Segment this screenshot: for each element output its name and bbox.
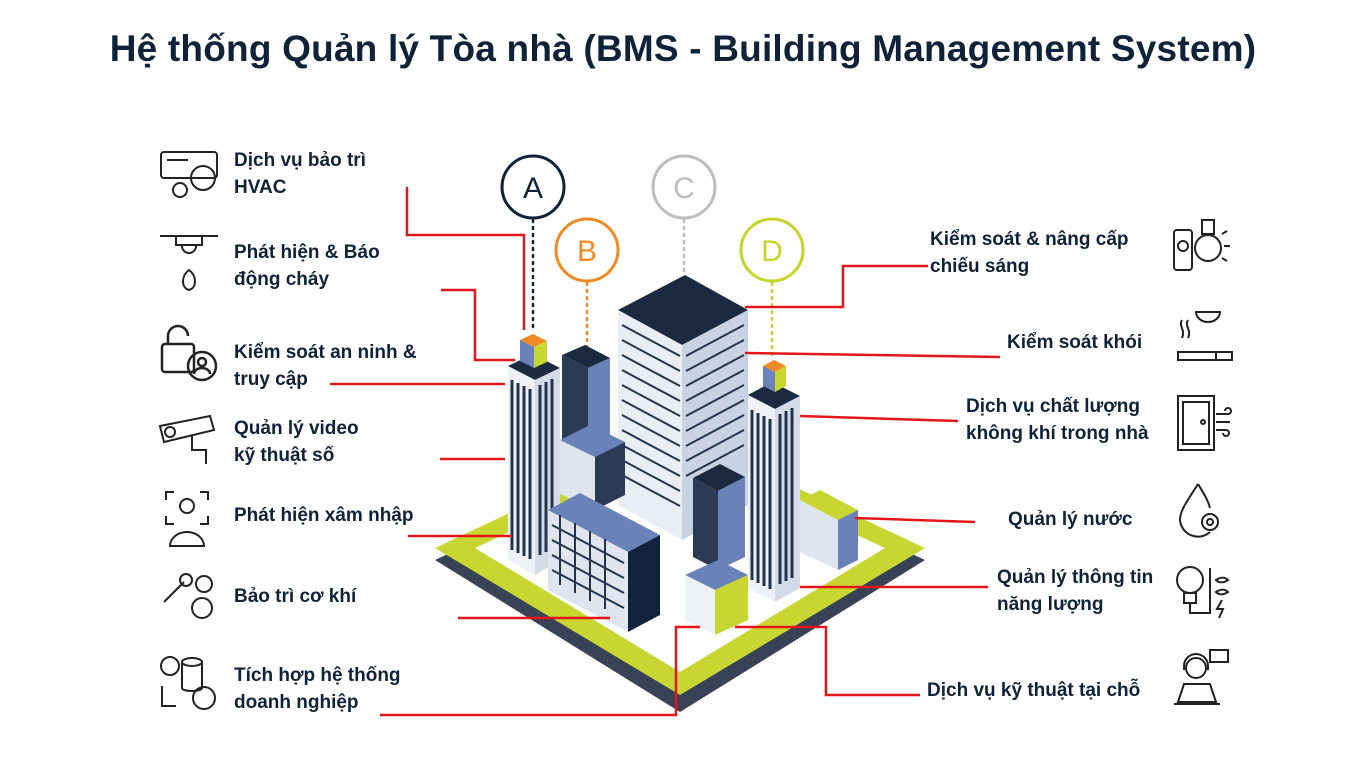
face-scan-icon	[165, 491, 209, 547]
smoke-sensor-icon	[1177, 311, 1233, 361]
svg-text:C: C	[673, 172, 695, 205]
wrench-gears-icon	[163, 573, 213, 619]
connector-lines	[330, 187, 1001, 717]
label-onsite-technical: Dịch vụ kỹ thuật tại chỗ	[927, 680, 1141, 701]
marker-b: B	[554, 217, 620, 283]
svg-text:A: A	[523, 172, 543, 205]
page-title: Hệ thống Quản lý Tòa nhà (BMS - Building…	[109, 28, 1257, 69]
svg-text:D: D	[761, 235, 783, 268]
marker-c: C	[651, 154, 717, 220]
door-air-icon	[1177, 395, 1232, 451]
marker-d: D	[739, 217, 805, 283]
lock-user-icon	[160, 324, 218, 382]
marker-a: A	[500, 154, 566, 220]
label-water-management: Quản lý nước	[1008, 509, 1133, 530]
energy-bulb-plant-icon	[1176, 566, 1230, 619]
fire-detector-icon	[160, 235, 218, 292]
database-gears-icon	[160, 656, 216, 710]
water-drop-gear-icon	[1178, 483, 1219, 538]
buildings	[508, 275, 858, 635]
hvac-gear-icon	[160, 151, 218, 198]
smart-bulb-icon	[1173, 219, 1230, 271]
label-intrusion-detection: Phát hiện xâm nhập	[234, 505, 414, 526]
label-mechanical-maintenance: Bảo trì cơ khí	[234, 586, 357, 607]
label-security-access: Kiểm soát an ninh &truy cập	[234, 342, 417, 390]
svg-text:B: B	[577, 235, 597, 268]
label-smoke-control: Kiểm soát khói	[1007, 332, 1143, 353]
technician-support-icon	[1174, 649, 1229, 705]
cctv-camera-icon	[158, 414, 216, 464]
